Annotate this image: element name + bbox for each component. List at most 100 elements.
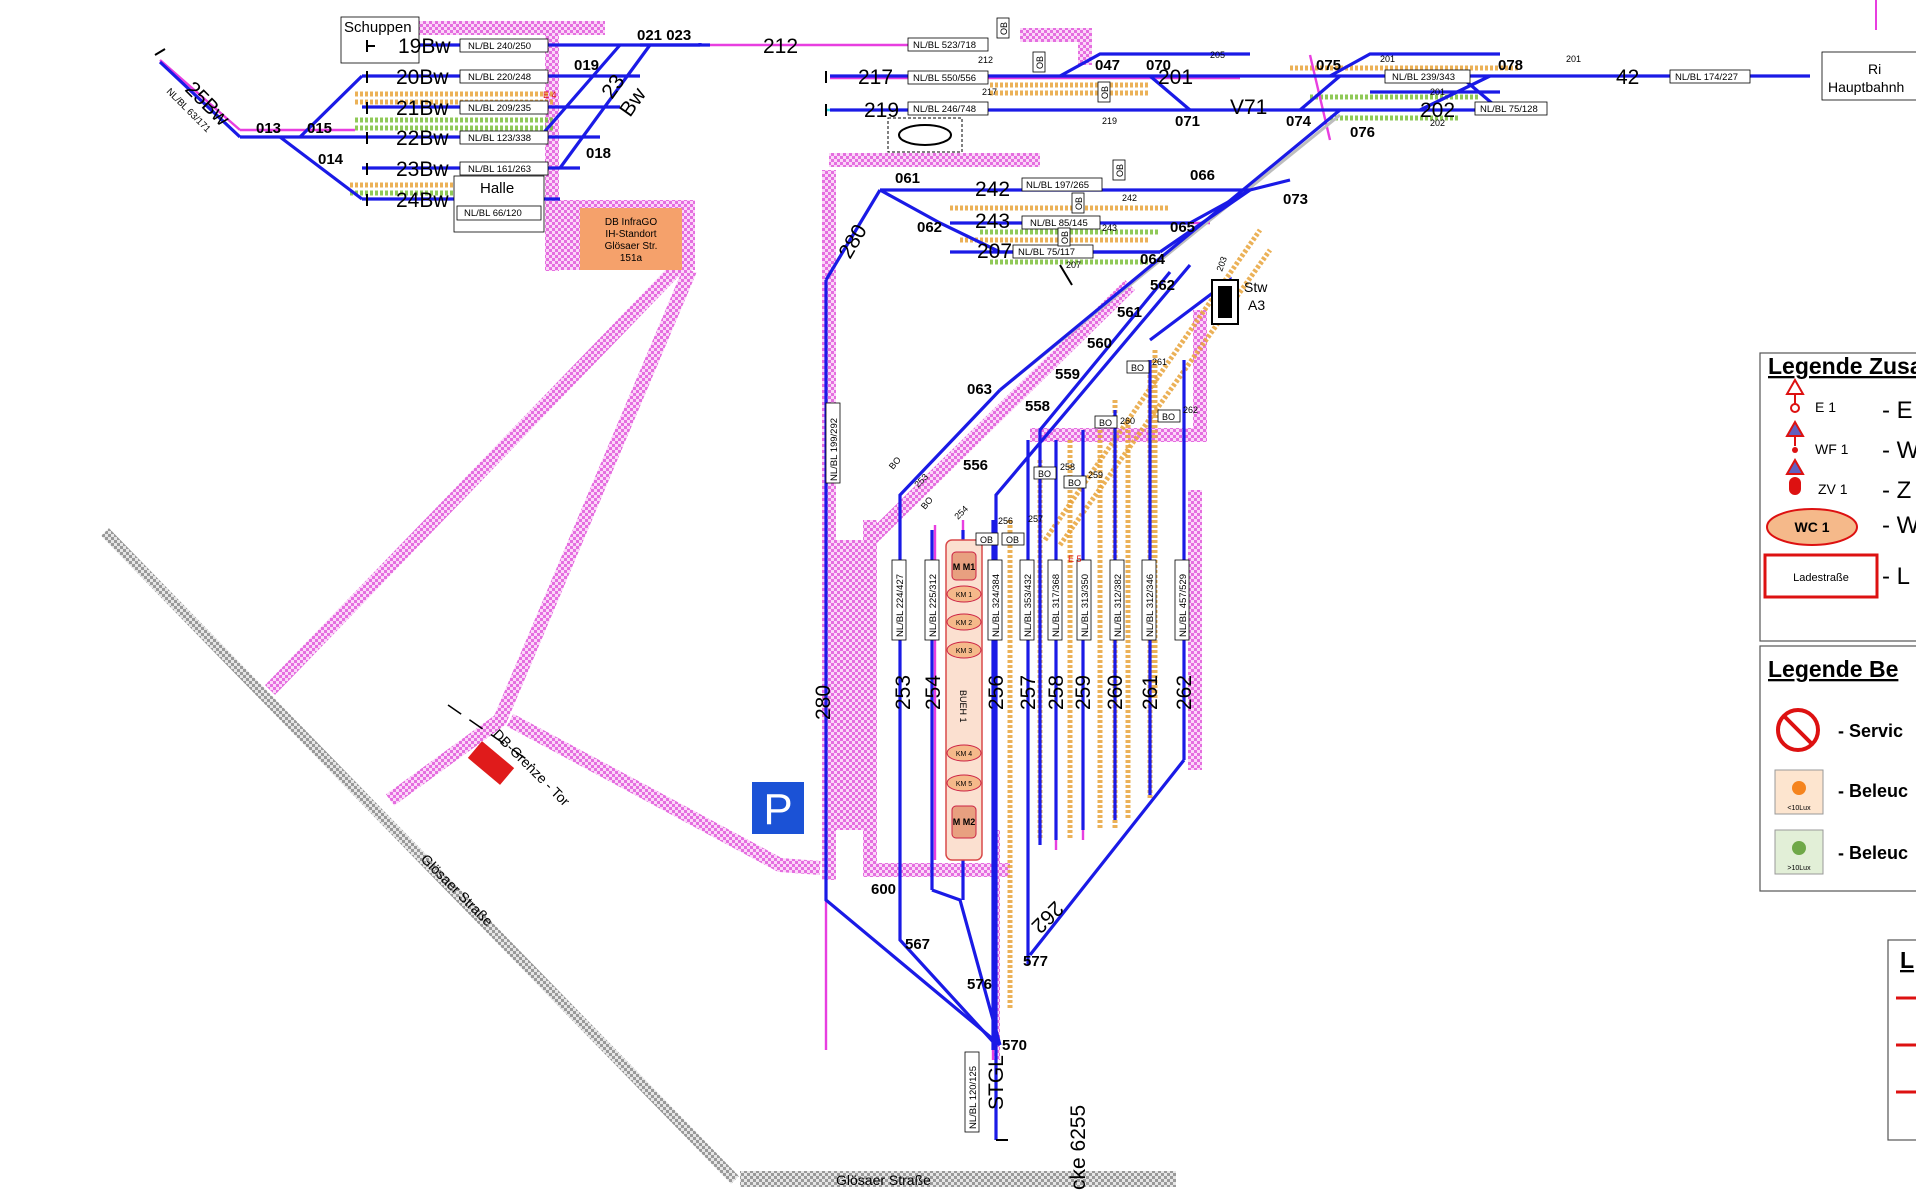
svg-text:205: 205 — [1210, 50, 1225, 60]
wc-icon: WC 1 — [1766, 508, 1858, 546]
street-glosaer-diagonal — [101, 528, 739, 1184]
no-service-icon — [1776, 708, 1820, 752]
svg-text:NL/BL 75/117: NL/BL 75/117 — [1018, 247, 1075, 258]
schuppen-box — [340, 16, 420, 64]
svg-text:NL/BL 174/227: NL/BL 174/227 — [1675, 72, 1738, 83]
svg-text:259: 259 — [1072, 675, 1095, 710]
svg-text:242: 242 — [1122, 193, 1137, 203]
svg-text:KM 5: KM 5 — [956, 781, 972, 788]
svg-text:WC 1: WC 1 — [1795, 519, 1830, 535]
stw-label-a3: A3 — [1248, 297, 1265, 313]
svg-text:42: 42 — [1616, 66, 1639, 89]
svg-text:243: 243 — [1102, 223, 1117, 233]
svg-text:OB: OB — [1115, 164, 1125, 177]
svg-text:- W: - W — [1882, 437, 1916, 464]
svg-text:E 4: E 4 — [543, 90, 557, 100]
svg-text:203: 203 — [1214, 255, 1229, 273]
svg-text:NL/BL 457/529: NL/BL 457/529 — [1178, 574, 1189, 637]
svg-text:ZV 1: ZV 1 — [1818, 481, 1848, 497]
svg-text:260: 260 — [1120, 416, 1135, 426]
svg-text:BO: BO — [1131, 363, 1144, 373]
svg-text:256: 256 — [985, 675, 1008, 710]
svg-text:Glösaer Str.: Glösaer Str. — [605, 241, 658, 252]
svg-text:NL/BL 239/343: NL/BL 239/343 — [1392, 72, 1455, 83]
svg-text:20Bw: 20Bw — [396, 66, 449, 89]
svg-text:KM 2: KM 2 — [956, 620, 972, 627]
svg-text:062: 062 — [917, 219, 942, 236]
svg-text:070: 070 — [1146, 57, 1171, 74]
svg-text:BO: BO — [1099, 418, 1112, 428]
svg-text:261: 261 — [1152, 357, 1167, 367]
svg-text:015: 015 — [307, 120, 332, 137]
svg-text:075: 075 — [1316, 57, 1341, 74]
svg-text:066: 066 — [1190, 167, 1215, 184]
svg-text:21Bw: 21Bw — [396, 97, 449, 120]
svg-text:WF 1: WF 1 — [1815, 441, 1849, 457]
turntable-icon — [887, 117, 963, 153]
svg-text:151a: 151a — [620, 253, 643, 264]
svg-text:- Servic: - Servic — [1838, 721, 1903, 741]
svg-text:047: 047 — [1095, 57, 1120, 74]
svg-text:NL/BL 120/125: NL/BL 120/125 — [968, 1066, 979, 1129]
svg-text:258: 258 — [1060, 462, 1075, 472]
svg-text:064: 064 — [1140, 251, 1166, 268]
svg-text:262: 262 — [1183, 405, 1198, 415]
svg-text:- W: - W — [1882, 512, 1916, 539]
svg-text:23Bw: 23Bw — [396, 158, 449, 181]
svg-text:Legende Be: Legende Be — [1768, 656, 1898, 682]
hauptbahnhof-label: Hauptbahnh — [1828, 79, 1904, 95]
svg-text:217: 217 — [982, 87, 997, 97]
svg-text:22Bw: 22Bw — [396, 127, 449, 150]
svg-text:BO: BO — [1038, 469, 1051, 479]
legend-lines: L — [1887, 939, 1916, 1141]
svg-text:212: 212 — [763, 35, 798, 58]
svg-text:- L: - L — [1882, 563, 1910, 590]
svg-text:NL/BL 75/128: NL/BL 75/128 — [1480, 104, 1538, 115]
svg-text:567: 567 — [905, 936, 930, 953]
svg-text:NL/BL 85/145: NL/BL 85/145 — [1030, 218, 1088, 229]
svg-text:KM 1: KM 1 — [956, 592, 972, 599]
svg-text:24Bw: 24Bw — [396, 189, 449, 212]
svg-text:NL/BL 199/292: NL/BL 199/292 — [829, 418, 840, 481]
signals: OB OB OB OB OB OB BO BO BO BO BO OB OB B… — [543, 17, 1581, 564]
svg-text:KM 3: KM 3 — [956, 648, 972, 655]
svg-text:OB: OB — [1006, 535, 1019, 545]
svg-text:018: 018 — [586, 145, 611, 162]
svg-text:576: 576 — [967, 976, 992, 993]
zv1-signal-icon — [1785, 457, 1805, 495]
svg-text:NL/BL 220/248: NL/BL 220/248 — [468, 72, 531, 83]
svg-text:071: 071 — [1175, 113, 1200, 130]
svg-text:073: 073 — [1283, 191, 1308, 208]
svg-text:cke 6255: cke 6255 — [1067, 1105, 1090, 1190]
svg-text:L: L — [1900, 947, 1914, 973]
svg-text:DB InfraGO: DB InfraGO — [605, 217, 657, 228]
svg-text:600: 600 — [871, 881, 896, 898]
svg-text:- E: - E — [1882, 397, 1913, 424]
svg-text:NL/BL 246/748: NL/BL 246/748 — [913, 104, 976, 115]
svg-text:561: 561 — [1117, 304, 1142, 321]
stw-building: Stw A3 — [1211, 279, 1268, 325]
svg-text:- Z: - Z — [1882, 477, 1911, 504]
svg-text:OB: OB — [1035, 56, 1045, 69]
svg-text:562: 562 — [1150, 277, 1175, 294]
svg-text:NL/BL 224/427: NL/BL 224/427 — [895, 574, 906, 637]
svg-text:217: 217 — [858, 66, 893, 89]
svg-text:V71: V71 — [1230, 96, 1267, 119]
svg-text:063: 063 — [967, 381, 992, 398]
svg-text:NL/BL 197/265: NL/BL 197/265 — [1026, 180, 1089, 191]
svg-text:559: 559 — [1055, 366, 1080, 383]
svg-text:<10Lux: <10Lux — [1787, 805, 1811, 812]
svg-text:013: 013 — [256, 120, 281, 137]
track-names: 19Bw 20Bw 21Bw 22Bw 23Bw 24Bw 25Bw 23 Bw… — [180, 35, 1639, 1190]
svg-text:207: 207 — [1066, 260, 1081, 270]
svg-text:BUEH 1: BUEH 1 — [958, 690, 968, 723]
buffer-stops — [154, 40, 1073, 1141]
e1-signal-icon — [1785, 377, 1805, 413]
svg-text:- Beleuc: - Beleuc — [1838, 781, 1908, 801]
street-glosaer-bottom — [740, 1171, 1176, 1187]
svg-text:254: 254 — [922, 675, 945, 710]
svg-text:243: 243 — [975, 210, 1010, 233]
street-label-diagonal: Glösaer Straße — [418, 851, 497, 930]
halle-box — [453, 175, 545, 233]
